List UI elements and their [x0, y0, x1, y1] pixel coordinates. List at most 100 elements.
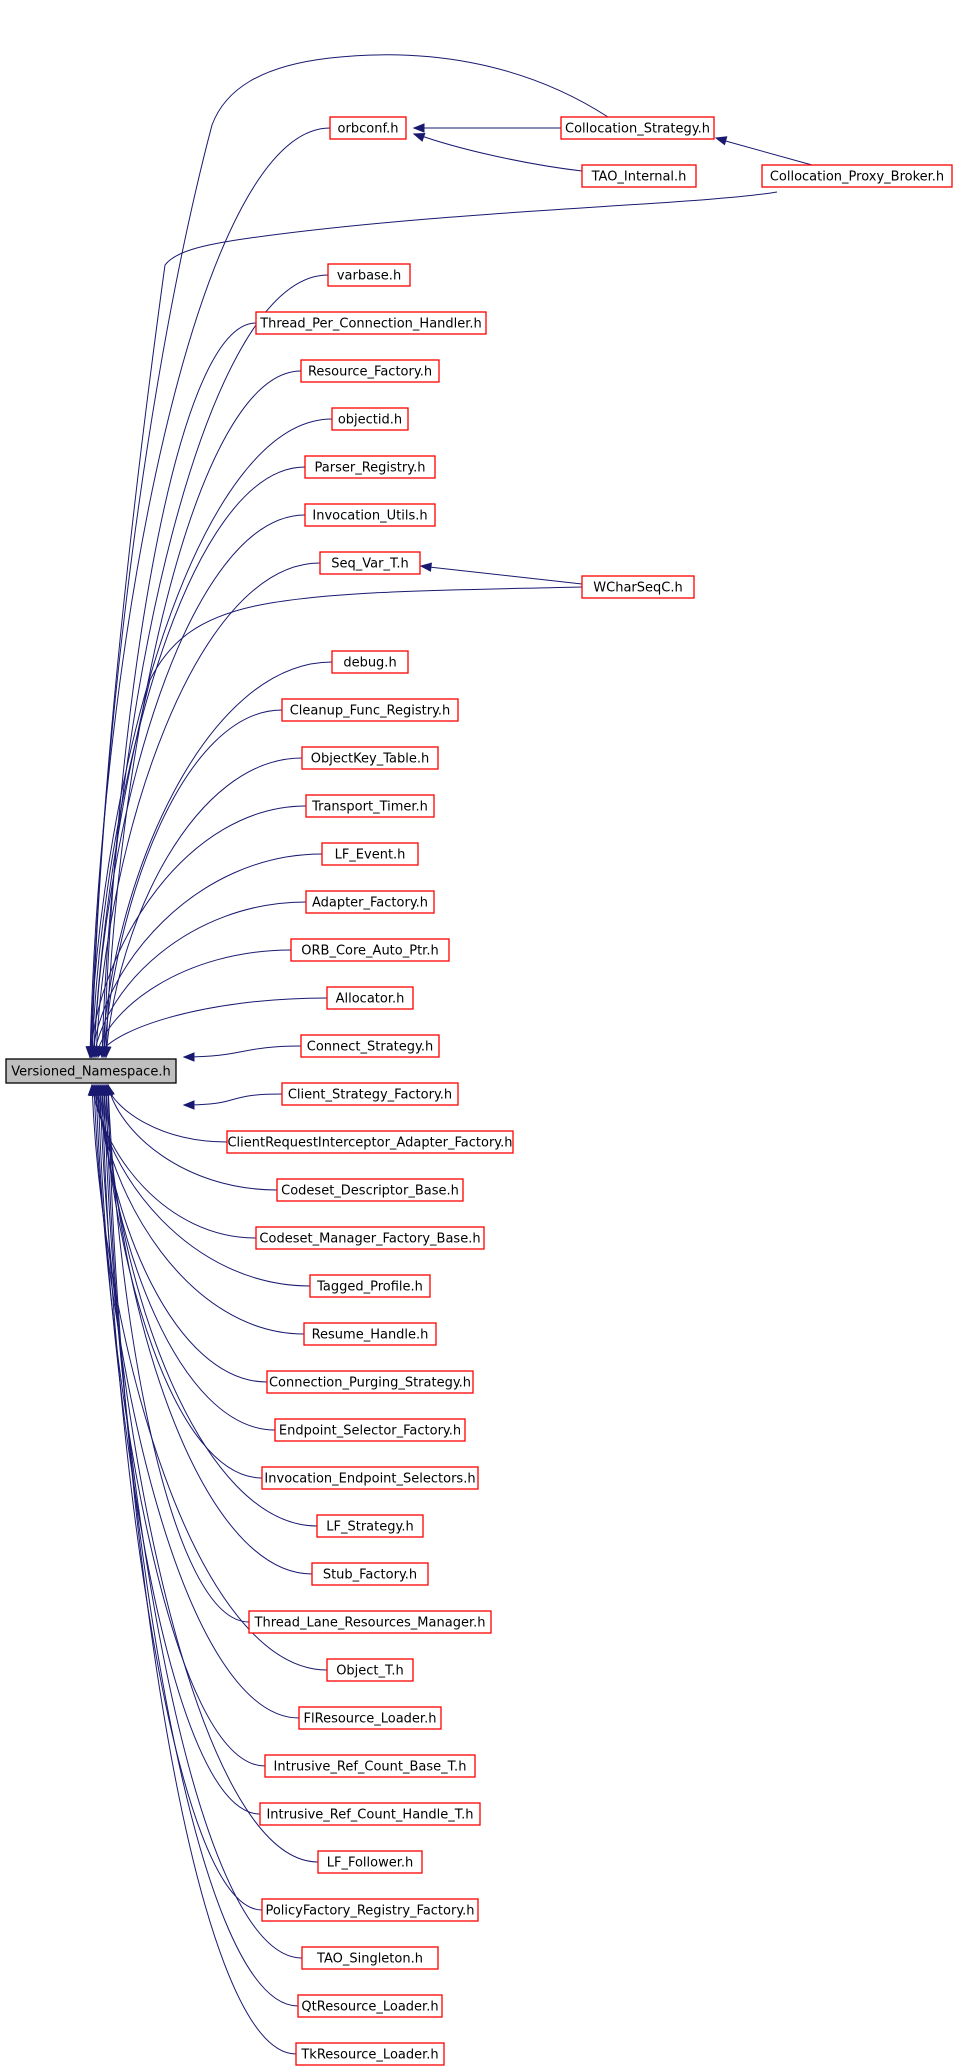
- node-box[interactable]: [295, 2042, 445, 2066]
- node-box[interactable]: [226, 1130, 514, 1154]
- node-objectkey-table[interactable]: ObjectKey_Table.h: [301, 746, 439, 770]
- node-box[interactable]: [309, 1274, 431, 1298]
- node-object-t[interactable]: Object_T.h: [326, 1658, 414, 1682]
- node-box[interactable]: [304, 503, 436, 527]
- node-box[interactable]: [274, 1418, 466, 1442]
- node-connection-purging-strategy[interactable]: Connection_Purging_Strategy.h: [266, 1370, 474, 1394]
- arrowhead-wcharseqc-to-seq_var_t: [419, 562, 432, 572]
- node-box[interactable]: [560, 116, 715, 140]
- node-tkresource-loader[interactable]: TkResource_Loader.h: [295, 2042, 445, 2066]
- node-box[interactable]: [264, 1754, 476, 1778]
- node-box[interactable]: [329, 116, 407, 140]
- node-box[interactable]: [261, 1466, 479, 1490]
- edge-invocation_endpoint_selectors-to-versioned_namespace: [101, 1084, 263, 1479]
- node-debug[interactable]: debug.h: [331, 650, 409, 674]
- node-box[interactable]: [326, 986, 414, 1010]
- node-flresource-loader[interactable]: FlResource_Loader.h: [298, 1706, 442, 1730]
- arrowhead-tao_internal-to-orbconf: [412, 132, 426, 142]
- node-clientrequestinterceptor-adapter-factory[interactable]: ClientRequestInterceptor_Adapter_Factory…: [226, 1130, 514, 1154]
- node-thread-lane-resources-manager[interactable]: Thread_Lane_Resources_Manager.h: [248, 1610, 492, 1634]
- node-box[interactable]: [311, 1562, 429, 1586]
- node-box[interactable]: [298, 1706, 442, 1730]
- edge-layer: [85, 54, 813, 2055]
- node-lf-event[interactable]: LF_Event.h: [321, 842, 419, 866]
- node-box[interactable]: [303, 1322, 437, 1346]
- node-box[interactable]: [290, 938, 450, 962]
- node-thread-per-connection-handler[interactable]: Thread_Per_Connection_Handler.h: [255, 311, 487, 335]
- node-label: Collocation_Strategy.h: [565, 122, 710, 137]
- node-box[interactable]: [321, 842, 419, 866]
- node-box[interactable]: [581, 575, 695, 599]
- node-box[interactable]: [319, 551, 421, 575]
- node-endpoint-selector-factory[interactable]: Endpoint_Selector_Factory.h: [274, 1418, 466, 1442]
- node-varbase[interactable]: varbase.h: [327, 263, 411, 287]
- node-label: Resource_Factory.h: [308, 365, 432, 380]
- node-codeset-descriptor-base[interactable]: Codeset_Descriptor_Base.h: [276, 1178, 464, 1202]
- node-box[interactable]: [304, 455, 436, 479]
- node-box[interactable]: [331, 407, 409, 431]
- node-lf-strategy[interactable]: LF_Strategy.h: [316, 1514, 424, 1538]
- node-box[interactable]: [316, 1514, 424, 1538]
- node-tao-singleton[interactable]: TAO_Singleton.h: [301, 1946, 439, 1970]
- node-orb-core-auto-ptr[interactable]: ORB_Core_Auto_Ptr.h: [290, 938, 450, 962]
- node-collocation-strategy[interactable]: Collocation_Strategy.h: [560, 116, 715, 140]
- node-codeset-manager-factory-base[interactable]: Codeset_Manager_Factory_Base.h: [255, 1226, 485, 1250]
- node-box[interactable]: [281, 698, 459, 722]
- node-invocation-endpoint-selectors[interactable]: Invocation_Endpoint_Selectors.h: [261, 1466, 479, 1490]
- node-box[interactable]: [301, 1946, 439, 1970]
- node-invocation-utils[interactable]: Invocation_Utils.h: [304, 503, 436, 527]
- node-box[interactable]: [248, 1610, 492, 1634]
- node-intrusive-ref-count-handle-t[interactable]: Intrusive_Ref_Count_Handle_T.h: [259, 1802, 481, 1826]
- node-box[interactable]: [300, 1034, 440, 1058]
- edge-transport_timer-to-versioned_namespace: [89, 805, 307, 1058]
- node-label: LF_Event.h: [335, 848, 406, 863]
- edge-wcharseqc-to-seq_var_t: [428, 566, 583, 585]
- node-wcharseqc[interactable]: WCharSeqC.h: [581, 575, 695, 599]
- node-label: Invocation_Utils.h: [312, 509, 427, 524]
- node-box[interactable]: [326, 1658, 414, 1682]
- edge-collocation_strategy-to-versioned_namespace: [91, 54, 609, 1047]
- node-seq-var-t[interactable]: Seq_Var_T.h: [319, 551, 421, 575]
- node-box[interactable]: [581, 164, 697, 188]
- node-box[interactable]: [331, 650, 409, 674]
- node-client-strategy-factory[interactable]: Client_Strategy_Factory.h: [281, 1082, 459, 1106]
- node-intrusive-ref-count-base-t[interactable]: Intrusive_Ref_Count_Base_T.h: [264, 1754, 476, 1778]
- node-box[interactable]: [5, 1058, 177, 1084]
- node-box[interactable]: [327, 263, 411, 287]
- node-objectid[interactable]: objectid.h: [331, 407, 409, 431]
- node-box[interactable]: [305, 794, 435, 818]
- node-label: TAO_Internal.h: [591, 170, 687, 185]
- node-label: Connection_Purging_Strategy.h: [269, 1376, 471, 1391]
- node-box[interactable]: [301, 746, 439, 770]
- node-box[interactable]: [297, 1994, 443, 2018]
- node-adapter-factory[interactable]: Adapter_Factory.h: [305, 890, 435, 914]
- node-allocator[interactable]: Allocator.h: [326, 986, 414, 1010]
- node-versioned-namespace[interactable]: Versioned_Namespace.h: [5, 1058, 177, 1084]
- node-box[interactable]: [300, 359, 440, 383]
- node-box[interactable]: [259, 1802, 481, 1826]
- node-box[interactable]: [266, 1370, 474, 1394]
- node-box[interactable]: [261, 1898, 479, 1922]
- node-box[interactable]: [255, 1226, 485, 1250]
- node-box[interactable]: [305, 890, 435, 914]
- node-qtresource-loader[interactable]: QtResource_Loader.h: [297, 1994, 443, 2018]
- node-tao-internal[interactable]: TAO_Internal.h: [581, 164, 697, 188]
- node-box[interactable]: [317, 1850, 423, 1874]
- node-policyfactory-registry-factory[interactable]: PolicyFactory_Registry_Factory.h: [261, 1898, 479, 1922]
- node-connect-strategy[interactable]: Connect_Strategy.h: [300, 1034, 440, 1058]
- node-tagged-profile[interactable]: Tagged_Profile.h: [309, 1274, 431, 1298]
- node-box[interactable]: [761, 164, 953, 188]
- node-resume-handle[interactable]: Resume_Handle.h: [303, 1322, 437, 1346]
- node-box[interactable]: [276, 1178, 464, 1202]
- node-resource-factory[interactable]: Resource_Factory.h: [300, 359, 440, 383]
- node-collocation-proxy-broker[interactable]: Collocation_Proxy_Broker.h: [761, 164, 953, 188]
- node-box[interactable]: [255, 311, 487, 335]
- arrowhead-client_strategy_factory-to-versioned_namespace: [182, 1100, 195, 1110]
- node-parser-registry[interactable]: Parser_Registry.h: [304, 455, 436, 479]
- node-transport-timer[interactable]: Transport_Timer.h: [305, 794, 435, 818]
- node-orbconf[interactable]: orbconf.h: [329, 116, 407, 140]
- node-cleanup-func-registry[interactable]: Cleanup_Func_Registry.h: [281, 698, 459, 722]
- node-lf-follower[interactable]: LF_Follower.h: [317, 1850, 423, 1874]
- node-stub-factory[interactable]: Stub_Factory.h: [311, 1562, 429, 1586]
- node-box[interactable]: [281, 1082, 459, 1106]
